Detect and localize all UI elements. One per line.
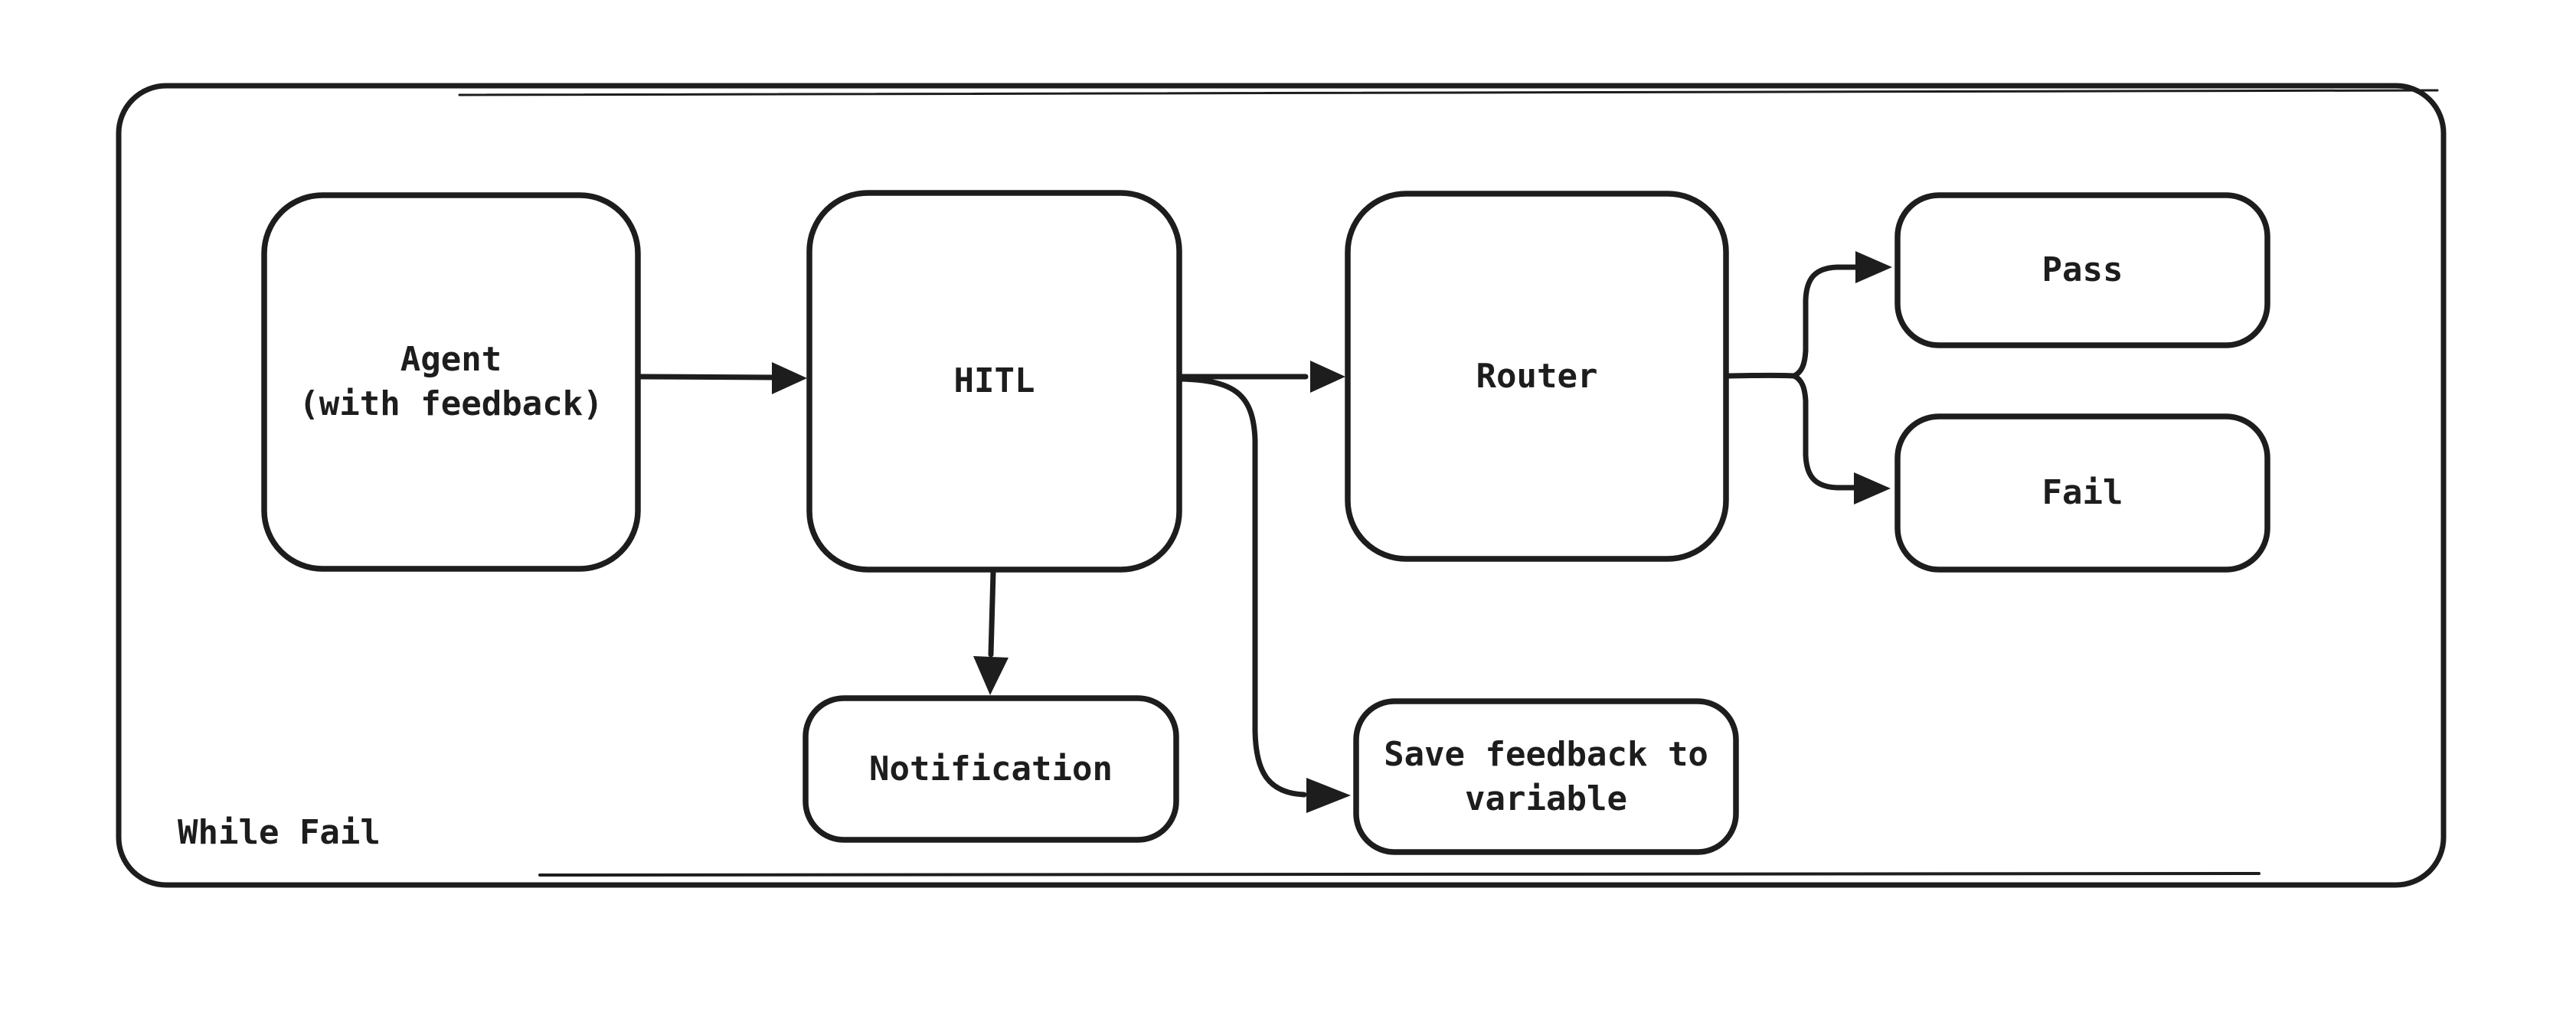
edge-agent-hitl[interactable] (637, 362, 807, 394)
edge-hitl-router[interactable] (1178, 361, 1345, 393)
container-bottom-sketch-line (538, 872, 2261, 877)
arrowhead-agent-hitl (772, 362, 807, 394)
arrowhead-hitl-save-feedback (1306, 778, 1351, 813)
while-fail-container-shape[interactable] (116, 83, 2447, 888)
notification-node-shape[interactable] (803, 695, 1179, 843)
agent-node-shape[interactable] (261, 192, 641, 572)
container-top-sketch-line (458, 89, 2439, 96)
router-node-shape[interactable] (1345, 191, 1729, 562)
edge-hitl-save-feedback[interactable] (1178, 376, 1351, 813)
while-fail-container-label[interactable]: While Fail (178, 813, 381, 852)
fail-node-shape[interactable] (1894, 413, 2270, 573)
arrowhead-hitl-notification (973, 656, 1008, 695)
edge-router-pass[interactable] (1791, 251, 1892, 379)
arrowhead-router-fail (1854, 472, 1891, 504)
hitl-node-shape[interactable] (806, 190, 1182, 573)
arrowhead-hitl-router (1310, 361, 1345, 393)
edge-hitl-notification[interactable] (973, 570, 1008, 695)
edge-router-fail[interactable] (1791, 373, 1891, 504)
save-feedback-node-shape[interactable] (1353, 698, 1739, 855)
edge-router-fork-stem[interactable] (1726, 372, 1797, 379)
arrowhead-router-pass (1855, 251, 1892, 283)
pass-node-shape[interactable] (1894, 192, 2270, 348)
